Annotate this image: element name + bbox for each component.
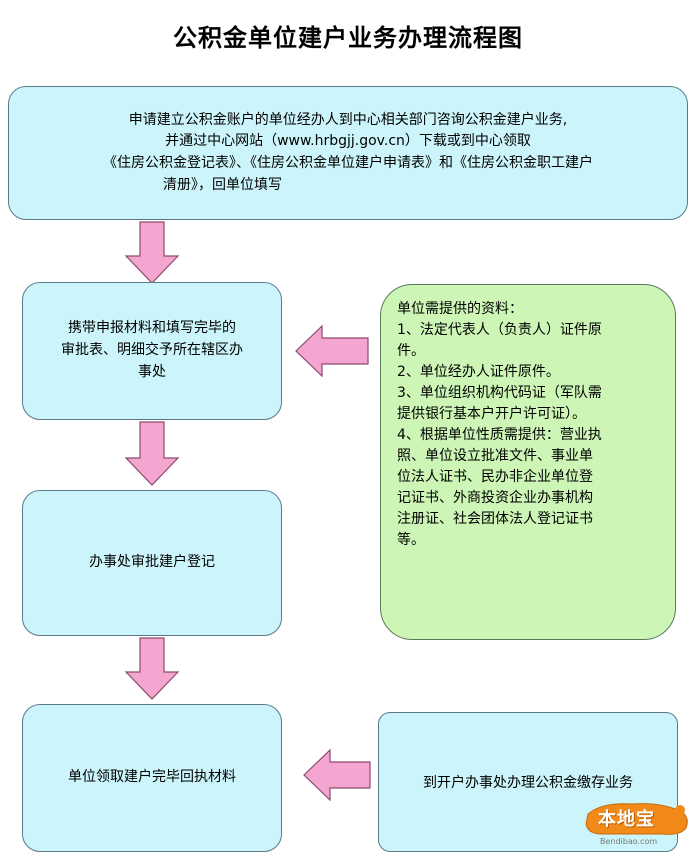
logo-brand: 本地宝: [598, 809, 655, 830]
step4-label: 单位领取建户完毕回执材料: [68, 769, 236, 786]
materials-line: 3、单位组织机构代码证（军队需: [397, 385, 602, 401]
materials-line: 等。: [397, 532, 425, 548]
step1-line4: 清册》，回单位填写: [163, 176, 282, 193]
materials-line: 照、单位设立批准文件、事业单: [397, 448, 593, 464]
materials-line: 记证书、外商投资企业办事机构: [397, 490, 593, 506]
down-arrow-1: [124, 221, 180, 284]
materials-box: 单位需提供的资料： 1、法定代表人（负责人）证件原 件。 2、单位经办人证件原件…: [380, 284, 676, 640]
materials-line: 提供银行基本户开户许可证）。: [397, 406, 586, 422]
materials-line: 4、根据单位性质需提供：营业执: [397, 427, 602, 443]
step4-box: 单位领取建户完毕回执材料: [22, 704, 282, 852]
step2-line1: 携带申报材料和填写完毕的: [68, 320, 236, 337]
page-title: 公积金单位建户业务办理流程图: [173, 24, 523, 52]
step1-line1: 申请建立公积金账户的单位经办人到中心相关部门咨询公积金建户业务,: [128, 111, 568, 128]
left-arrow-2: [303, 748, 371, 802]
step2-line2: 审批表、明细交予所在辖区办: [61, 342, 243, 359]
next-step-label: 到开户办事处办理公积金缴存业务: [423, 775, 633, 791]
logo-url: Bendibao.com: [600, 837, 658, 846]
bendibao-logo-icon: [585, 803, 688, 835]
materials-line: 1、法定代表人（负责人）证件原: [397, 322, 602, 338]
step2-box: 携带申报材料和填写完毕的 审批表、明细交予所在辖区办 事处: [22, 282, 282, 420]
materials-line: 注册证、社会团体法人登记证书: [397, 511, 593, 527]
step3-box: 办事处审批建户登记: [22, 490, 282, 636]
step1-line3: 《住房公积金登记表》、《住房公积金单位建户申请表》和《住房公积金职工建户: [103, 155, 593, 171]
step1-box: 申请建立公积金账户的单位经办人到中心相关部门咨询公积金建户业务, 并通过中心网站…: [8, 86, 688, 220]
materials-line: 2、单位经办人证件原件。: [397, 364, 560, 380]
down-arrow-2: [124, 421, 180, 486]
materials-line: 件。: [397, 343, 425, 359]
step1-line2: 并通过中心网站（www.hrbgjj.gov.cn）下载或到中心领取: [165, 133, 531, 150]
materials-heading: 单位需提供的资料：: [397, 301, 523, 317]
step2-line3: 事处: [138, 363, 166, 380]
next-step-box: 到开户办事处办理公积金缴存业务: [378, 712, 678, 852]
materials-line: 位法人证书、民办非企业单位登: [397, 469, 593, 485]
step3-label: 办事处审批建户登记: [89, 554, 215, 571]
down-arrow-3: [124, 637, 180, 700]
left-arrow-1: [295, 324, 369, 378]
